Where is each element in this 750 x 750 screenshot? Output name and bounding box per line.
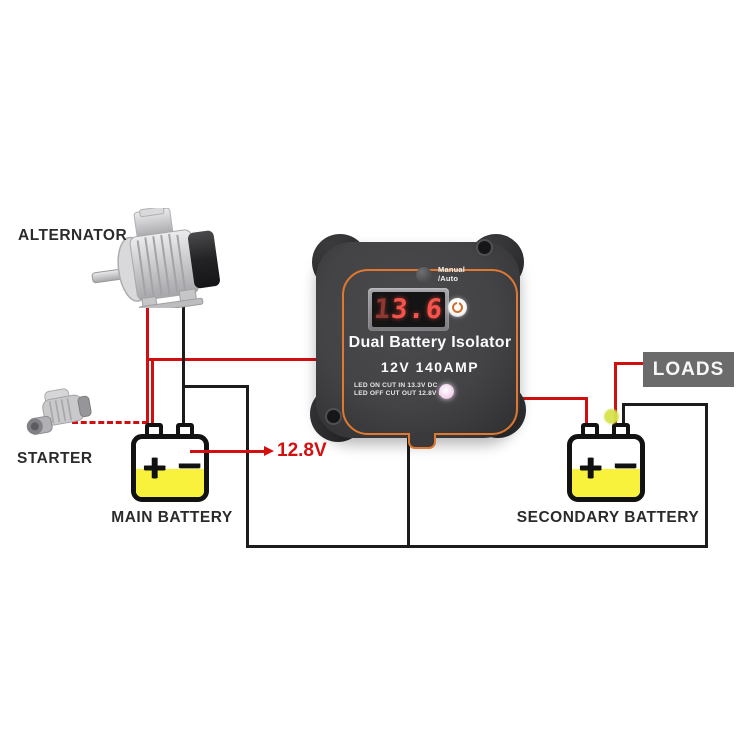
voltage-display: 13.6 [368, 288, 449, 331]
alternator-label: ALTERNATOR [18, 227, 128, 244]
wire-isolator-output-to-secondary-battery [508, 397, 588, 400]
isolator-title: Dual Battery Isolator [348, 334, 512, 351]
voltage-arrow-head [264, 446, 274, 456]
wire-secondary-battery-negative-stub [622, 403, 625, 427]
main-battery-fill [136, 469, 204, 497]
wire-main-battery-to-isolator-input [146, 358, 338, 361]
wire-alternator-to-main-battery-positive [146, 302, 149, 429]
main-battery-plus-symbol: + [143, 446, 167, 490]
wire-loads-horizontal [614, 362, 645, 365]
isolator-screw-hole-bottom-left [325, 408, 342, 425]
main-battery: + − [131, 421, 213, 527]
wire-loads-to-secondary-battery [614, 362, 617, 427]
main-battery-minus-symbol: − [178, 444, 202, 488]
voltage-arrow-line [190, 450, 266, 453]
manual-auto-button [416, 267, 432, 283]
loads-label: LOADS [652, 358, 725, 380]
wire-alternator-to-main-battery-negative [182, 302, 185, 429]
main-battery-label: MAIN BATTERY [111, 509, 233, 526]
wire-ground-bottom-bus [246, 545, 708, 548]
secondary-battery-minus-symbol: − [614, 444, 638, 488]
wire-secondary-battery-positive-drop [585, 397, 588, 428]
isolator-bottom-notch [408, 433, 436, 449]
voltage-display-value: 13.6 [372, 294, 445, 325]
wire-ground-branch-horizontal [182, 385, 249, 388]
starter-illustration [26, 388, 92, 435]
wire-ground-right-vertical [705, 403, 708, 548]
wire-ground-left-vertical [246, 385, 249, 548]
secondary-battery-fill [572, 469, 640, 497]
manual-auto-label: Manual /Auto [438, 265, 466, 283]
voltage-display-screen: 13.6 [372, 292, 445, 327]
status-led [439, 384, 454, 399]
isolator-rating: 12V 140AMP [380, 359, 480, 375]
alternator-illustration [91, 208, 220, 308]
secondary-battery: + − [567, 421, 649, 527]
wire-starter-dashed [72, 421, 148, 424]
wire-isolator-branch-to-main-battery-positive [151, 358, 154, 429]
secondary-battery-body: + − [567, 434, 645, 502]
voltage-annotation: 12.8V [277, 440, 327, 461]
battery-isolator-device: Manual /Auto 13.6 Dual Battery Isolator … [305, 230, 535, 449]
wire-secondary-battery-negative-horizontal [622, 403, 708, 406]
loads-box: LOADS [643, 352, 734, 387]
isolator-screw-hole-top-right [476, 239, 493, 256]
connection-highlight-dot [604, 409, 619, 424]
starter-label: STARTER [17, 450, 93, 467]
main-battery-body: + − [131, 434, 209, 502]
isolator-spec-text: LED ON CUT IN 13.3V DC LED OFF CUT OUT 1… [354, 382, 449, 398]
power-button [448, 298, 467, 317]
wire-isolator-ground-drop [407, 424, 410, 548]
secondary-battery-plus-symbol: + [579, 446, 603, 490]
secondary-battery-label: SECONDARY BATTERY [516, 509, 700, 526]
power-icon [452, 301, 463, 313]
isolator-body: Manual /Auto 13.6 Dual Battery Isolator … [316, 242, 520, 449]
